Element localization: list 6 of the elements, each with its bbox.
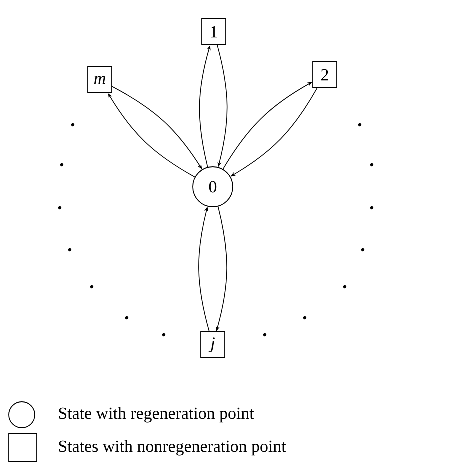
state-box: 1 bbox=[202, 18, 226, 46]
legend-text: States with nonregeneration point bbox=[59, 440, 286, 456]
state-box: j bbox=[200, 332, 226, 358]
state-box: m bbox=[88, 66, 112, 94]
legend-text: State with regeneration point bbox=[59, 407, 254, 423]
state-box: 2 bbox=[312, 62, 338, 88]
